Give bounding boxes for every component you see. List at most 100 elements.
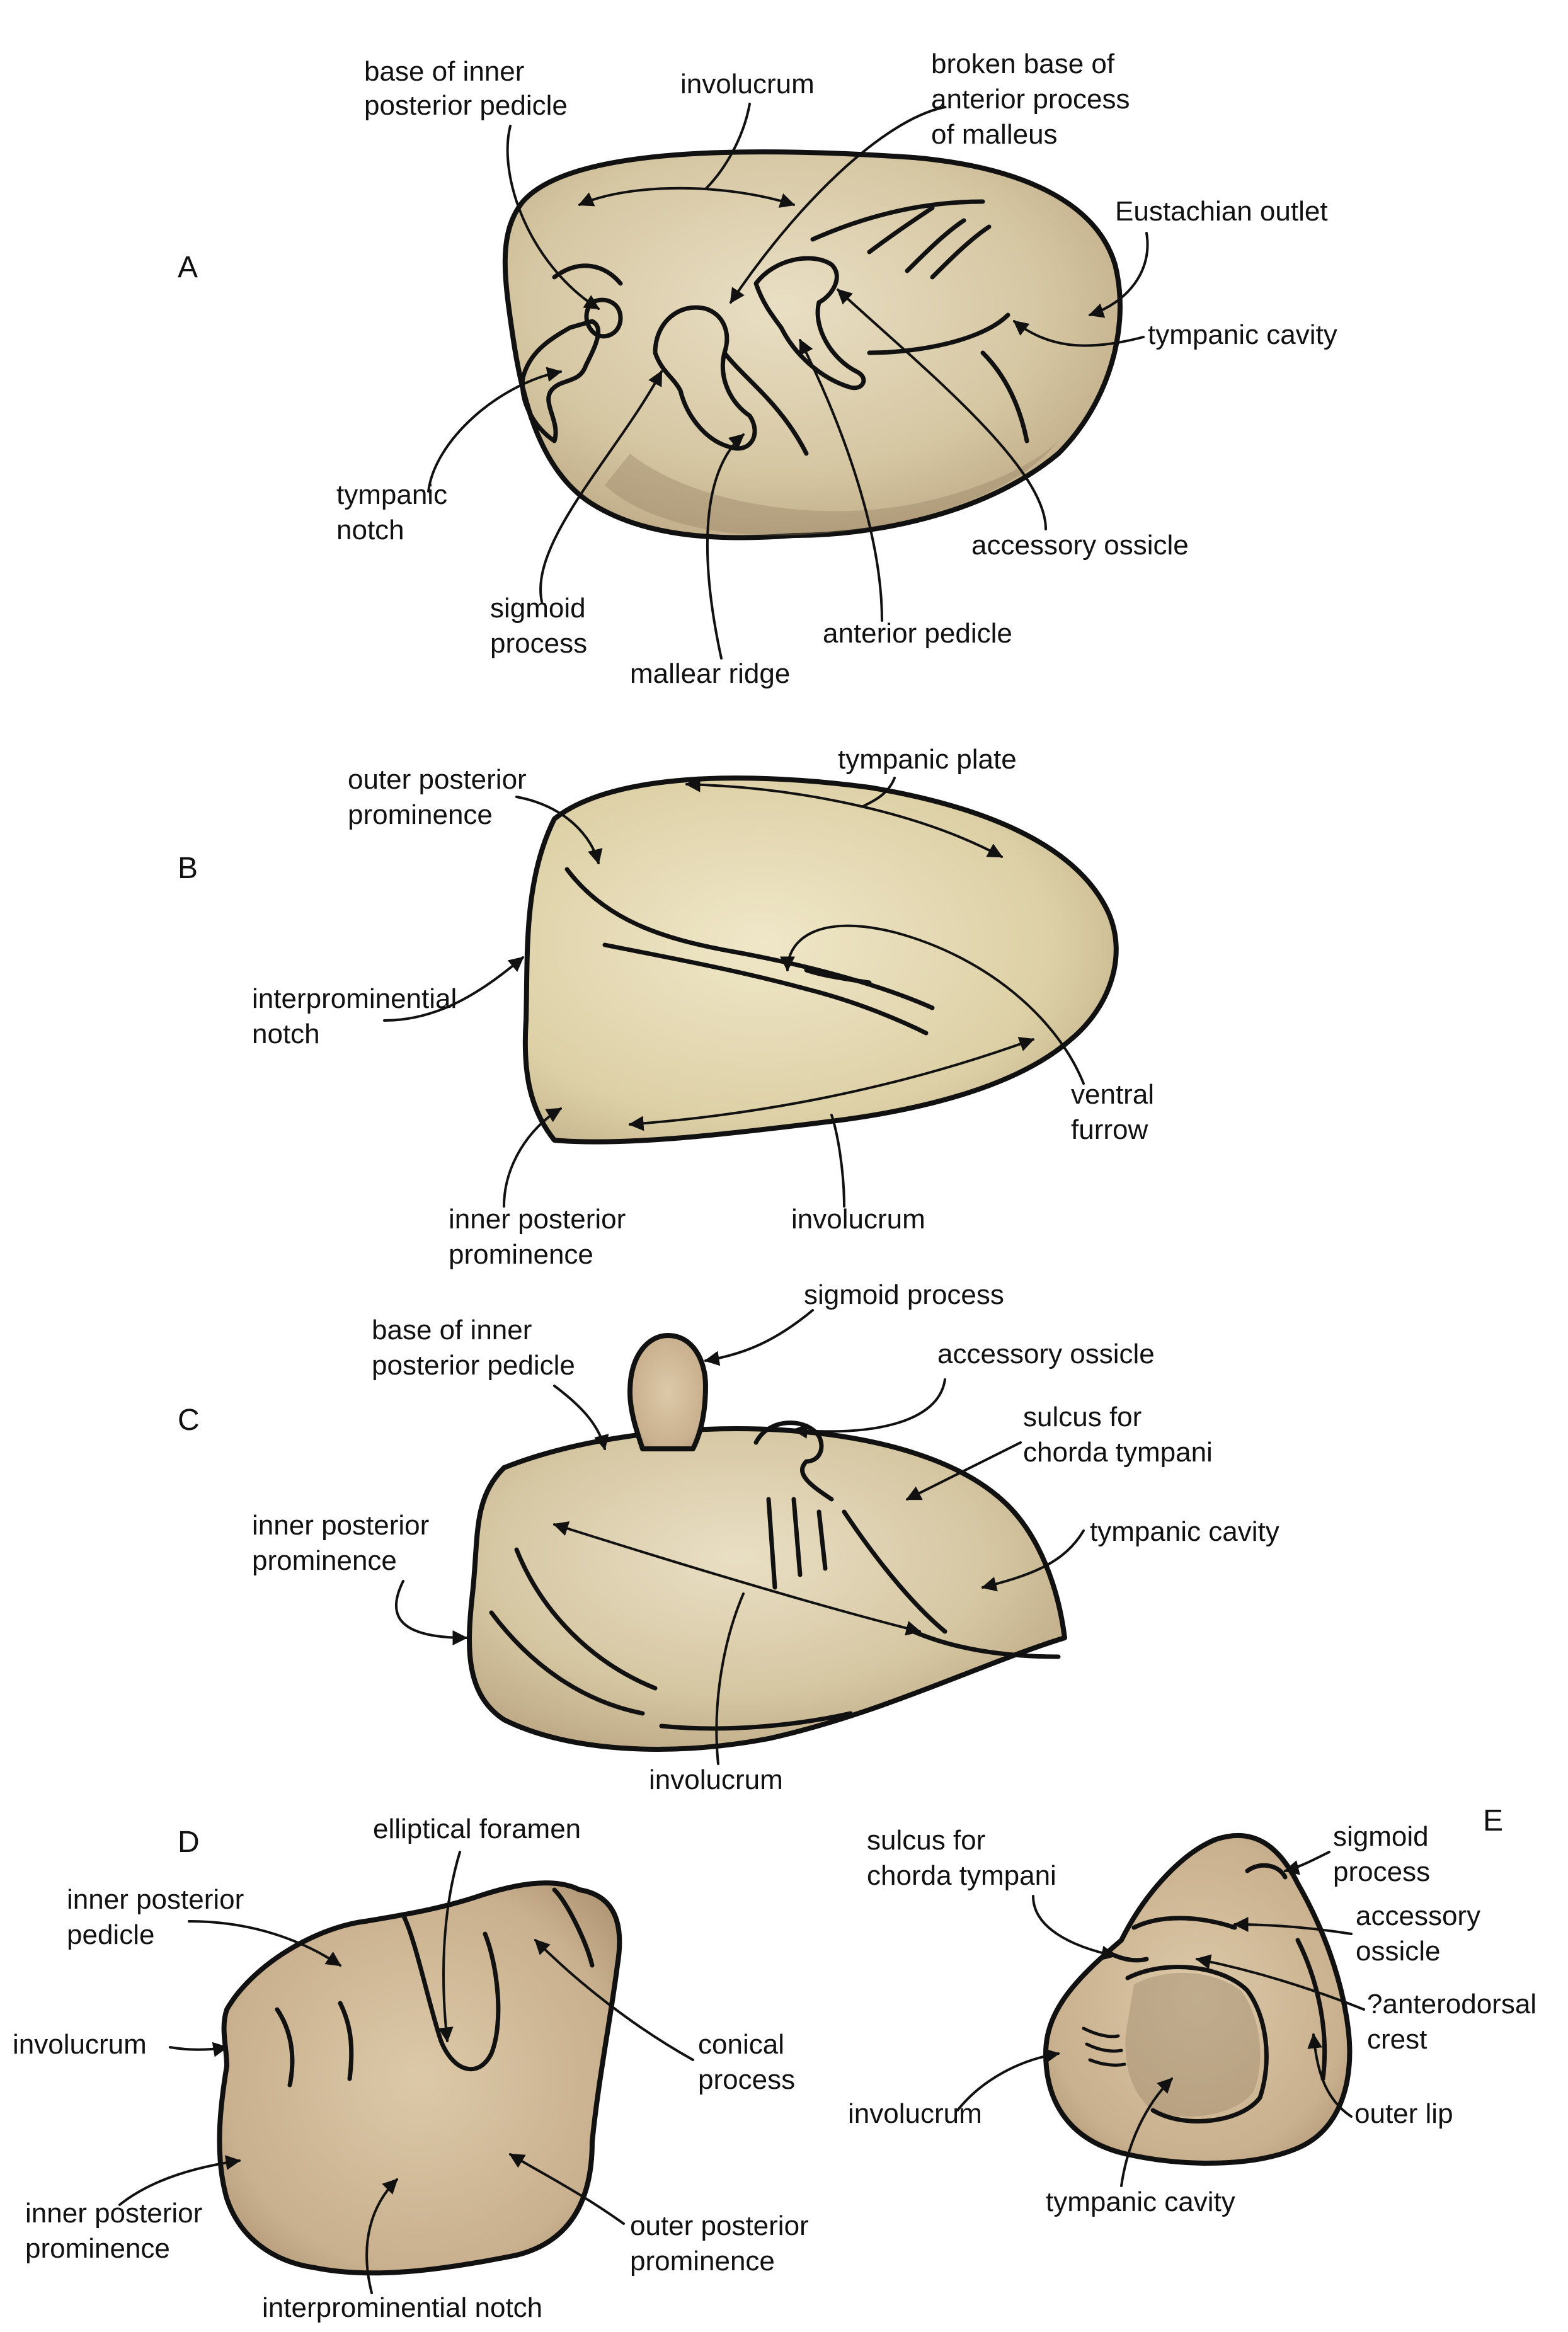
panel-b-bulla-outline [522,775,1119,1145]
panel-a-cavity-rim [867,312,1010,355]
panel-c-letter: C [178,1403,200,1437]
panel-d-fold-1 [275,2007,295,2088]
c-label-tympanic-cavity: tympanic cavity [1090,1516,1279,1547]
e-label-sulcus-1: sulcus for [867,1825,985,1856]
panel-b-furrow-line [602,942,929,1036]
b-label-outer-posterior-2: prominence [348,799,493,830]
panel-c-ventral-base [659,1711,853,1731]
panel-e-tympanic-cavity-rim [1125,1965,1269,2123]
a-pointer-involucrum [704,103,751,190]
c-label-sigmoid-process: sigmoid process [804,1279,1004,1310]
panel-d-elliptical-foramen [401,1912,501,2072]
e-pointer-accessory-ossicle [1233,1917,1353,1935]
a-label-sigmoid-process-1: sigmoid [490,593,586,624]
e-pointer-involucrum [956,2048,1060,2112]
panel-d-fold-2 [338,2001,354,2081]
a-label-broken-base-3: of malleus [931,119,1058,150]
panel-b-furrow-short [804,968,872,985]
panel-e-letter: E [1483,1804,1503,1838]
b-label-outer-posterior-1: outer posterior [348,764,527,795]
panel-c-sigmoid-process [627,1333,708,1451]
d-pointer-interprominential-notch [365,2178,398,2294]
panel-a-ventral-shadow [605,441,1058,535]
c-label-base-inner-pedicle-2: posterior pedicle [372,1350,575,1381]
panel-a-letter: A [178,251,198,284]
c-label-base-inner-pedicle-1: base of inner [372,1315,532,1346]
b-pointer-involucrum-span [628,1037,1035,1131]
d-label-inner-posterior-prominence-1: inner posterior [25,2198,202,2229]
panel-b: B outer posterior prominence tympanic pl… [178,744,1154,1270]
e-pointer-sigmoid-process [1283,1851,1331,1875]
d-label-outer-posterior-prominence-1: outer posterior [630,2210,809,2241]
a-pointer-sigmoid-process [539,370,663,603]
a-label-accessory-ossicle: accessory ossicle [971,530,1189,561]
d-pointer-inner-posterior-prominence [118,2155,241,2206]
panel-a-notch-rim [552,263,623,286]
panel-c-cavity-edge [911,1629,1061,1659]
a-label-base-inner-pedicle-2: posterior pedicle [364,90,568,121]
panel-e-outer-lip [1295,1938,1327,2081]
a-label-tympanic-cavity: tympanic cavity [1148,319,1337,350]
a-label-eustachian-outlet: Eustachian outlet [1115,196,1328,227]
c-label-inner-posterior-1: inner posterior [252,1510,429,1541]
a-pointer-broken-base [730,106,946,304]
d-label-conical-process-1: conical [698,2029,784,2060]
b-pointer-inner-posterior [503,1107,563,1208]
b-pointer-interprominential [383,956,524,1022]
c-pointer-base-inner-pedicle [553,1385,609,1451]
a-label-anterior-pedicle: anterior pedicle [823,618,1012,649]
panel-a-tympanic-notch-outline [520,319,600,443]
c-pointer-sulcus [905,1441,1022,1500]
d-pointer-conical-process [534,1939,694,2061]
c-label-sulcus-2: chorda tympani [1023,1437,1213,1468]
a-pointer-tympanic-cavity [1013,320,1145,347]
a-pointer-eustachian-outlet [1088,232,1149,318]
d-label-inner-posterior-prominence-2: prominence [25,2233,170,2264]
e-label-anterodorsal-crest-1: ?anterodorsal [1367,1989,1537,2020]
panel-e-sigmoid-process [1245,1863,1288,1880]
c-label-sulcus-1: sulcus for [1023,1402,1142,1432]
a-label-tympanic-notch-2: notch [336,515,404,546]
c-pointer-inner-posterior [394,1580,468,1645]
panel-e: E sulcus for chorda tympani sigmoid proc… [848,1804,1537,2217]
panel-e-accessory-ossicle [1131,1916,1237,1930]
panel-c: C sigmoid process base of inner posterio… [178,1279,1279,1795]
panel-b-notch-line [564,867,935,1010]
a-pointer-mallear-ridge [706,433,745,660]
panel-d-conical-process [552,1887,595,1968]
e-label-outer-lip: outer lip [1354,2098,1453,2129]
e-pointer-anterodorsal-crest [1195,1954,1365,2011]
e-label-tympanic-cavity: tympanic cavity [1046,2186,1235,2217]
e-label-sulcus-2: chorda tympani [867,1860,1056,1891]
e-label-sigmoid-process-2: process [1333,1856,1430,1887]
d-label-interprominential-notch: interprominential notch [262,2292,542,2323]
panel-c-involucrum-ridge-2 [489,1610,645,1716]
e-label-sigmoid-process-1: sigmoid [1333,1821,1429,1852]
a-label-base-inner-pedicle-1: base of inner [364,56,524,87]
b-pointer-ventral-furrow [780,924,1085,1085]
b-label-inner-posterior-2: prominence [449,1239,593,1270]
d-label-elliptical-foramen: elliptical foramen [373,1814,581,1844]
panel-e-cavity-shadow [1125,1972,1261,2117]
a-pointer-accessory-ossicle [837,289,1047,530]
b-label-ventral-furrow-1: ventral [1071,1079,1154,1110]
b-label-interprominential-1: interprominential [252,983,457,1014]
e-label-accessory-ossicle-1: accessory [1356,1900,1480,1931]
panel-a-striation-1 [810,199,985,242]
e-label-anterodorsal-crest-2: crest [1367,2024,1427,2055]
e-pointer-sulcus [1032,1895,1117,1961]
c-pointer-involucrum-span [552,1521,922,1636]
c-label-accessory-ossicle: accessory ossicle [937,1339,1155,1369]
panel-d-letter: D [178,1826,200,1859]
panel-a-striation-2 [867,205,935,254]
d-label-outer-posterior-prominence-2: prominence [630,2246,775,2277]
panel-b-letter: B [178,852,198,885]
panel-a-striation-3 [905,218,966,273]
panel-e-involucrum-mark-1 [1082,2026,1120,2038]
a-label-mallear-ridge: mallear ridge [630,658,790,689]
b-pointer-tympanic-plate [862,777,896,808]
b-pointer-involucrum [830,1114,845,1208]
c-pointer-tympanic-cavity [981,1529,1085,1592]
e-pointer-outer-lip [1307,2033,1353,2118]
